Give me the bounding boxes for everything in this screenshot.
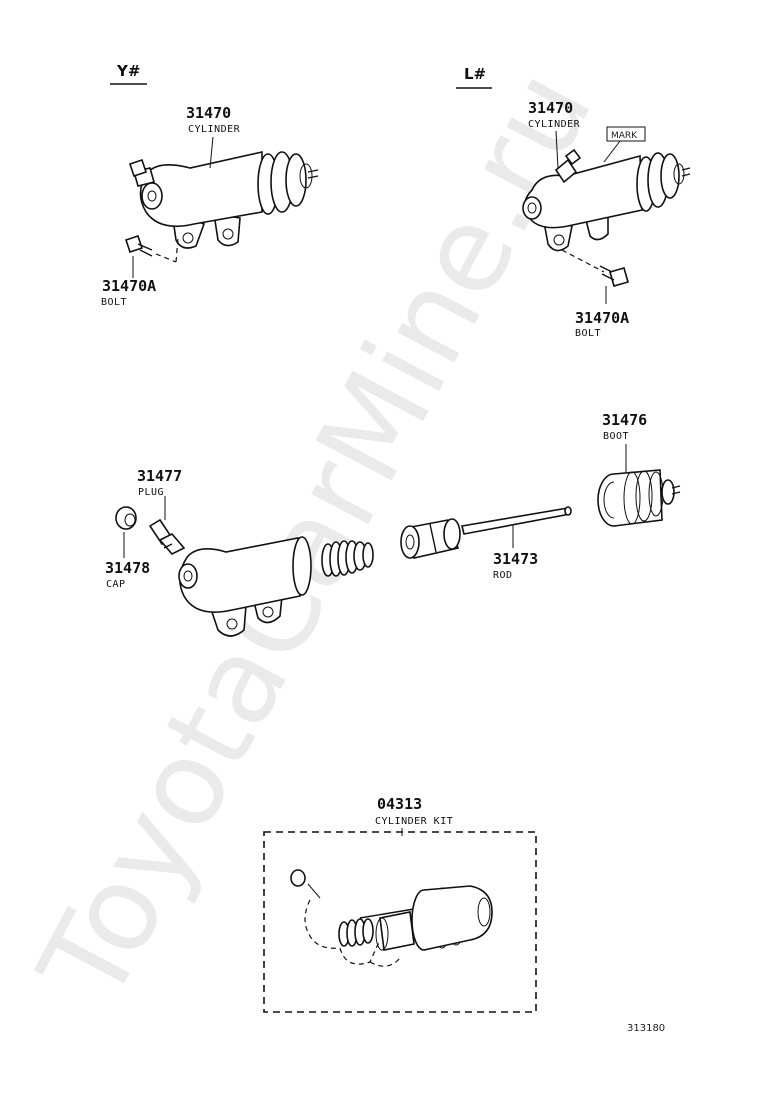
label-cap-name: CAP	[106, 579, 126, 590]
label-boot-name: BOOT	[603, 431, 629, 442]
cylinder-l-drawing	[522, 148, 691, 287]
label-bolt-y-number: 31470A	[102, 277, 156, 295]
label-plug-name: PLUG	[138, 487, 164, 498]
boot-drawing	[597, 469, 681, 527]
variant-y-label: Y#	[116, 62, 140, 80]
cylinder-body-drawing	[178, 536, 312, 637]
label-plug-number: 31477	[137, 467, 182, 485]
leader-mark	[603, 140, 621, 163]
kit-frame	[263, 831, 537, 1013]
spring-drawing	[321, 540, 374, 577]
piston-drawing	[400, 518, 461, 559]
mark-callout: MARK	[603, 126, 646, 163]
label-cylinder-l-name: CYLINDER	[528, 119, 581, 130]
label-bolt-l-number: 31470A	[575, 309, 629, 327]
label-cylinder-l-number: 31470	[528, 99, 573, 117]
diagram-reference-number: 313180	[627, 1023, 665, 1034]
label-kit-name: CYLINDER KIT	[375, 816, 453, 827]
label-rod-number: 31473	[493, 550, 538, 568]
cylinder-y-drawing	[124, 151, 319, 263]
label-bolt-l-name: BOLT	[575, 328, 601, 339]
mark-box	[606, 126, 646, 142]
plug-drawing	[148, 518, 186, 555]
label-cylinder-y-number: 31470	[186, 104, 231, 122]
mark-label: MARK	[611, 131, 638, 141]
leader-cylinder-y	[209, 136, 214, 169]
label-cap-number: 31478	[105, 559, 150, 577]
label-kit-number: 04313	[377, 795, 422, 813]
label-rod-name: ROD	[493, 570, 513, 581]
label-bolt-y-name: BOLT	[101, 297, 127, 308]
leader-cylinder-l	[555, 130, 559, 169]
label-cylinder-y-name: CYLINDER	[188, 124, 241, 135]
variant-l-header: L#	[456, 65, 492, 89]
label-boot-number: 31476	[602, 411, 647, 429]
cap-drawing	[115, 506, 137, 530]
kit-contents-drawing	[290, 869, 493, 967]
rod-drawing	[461, 506, 572, 535]
variant-l-label: L#	[464, 65, 486, 83]
variant-y-header: Y#	[110, 62, 147, 85]
